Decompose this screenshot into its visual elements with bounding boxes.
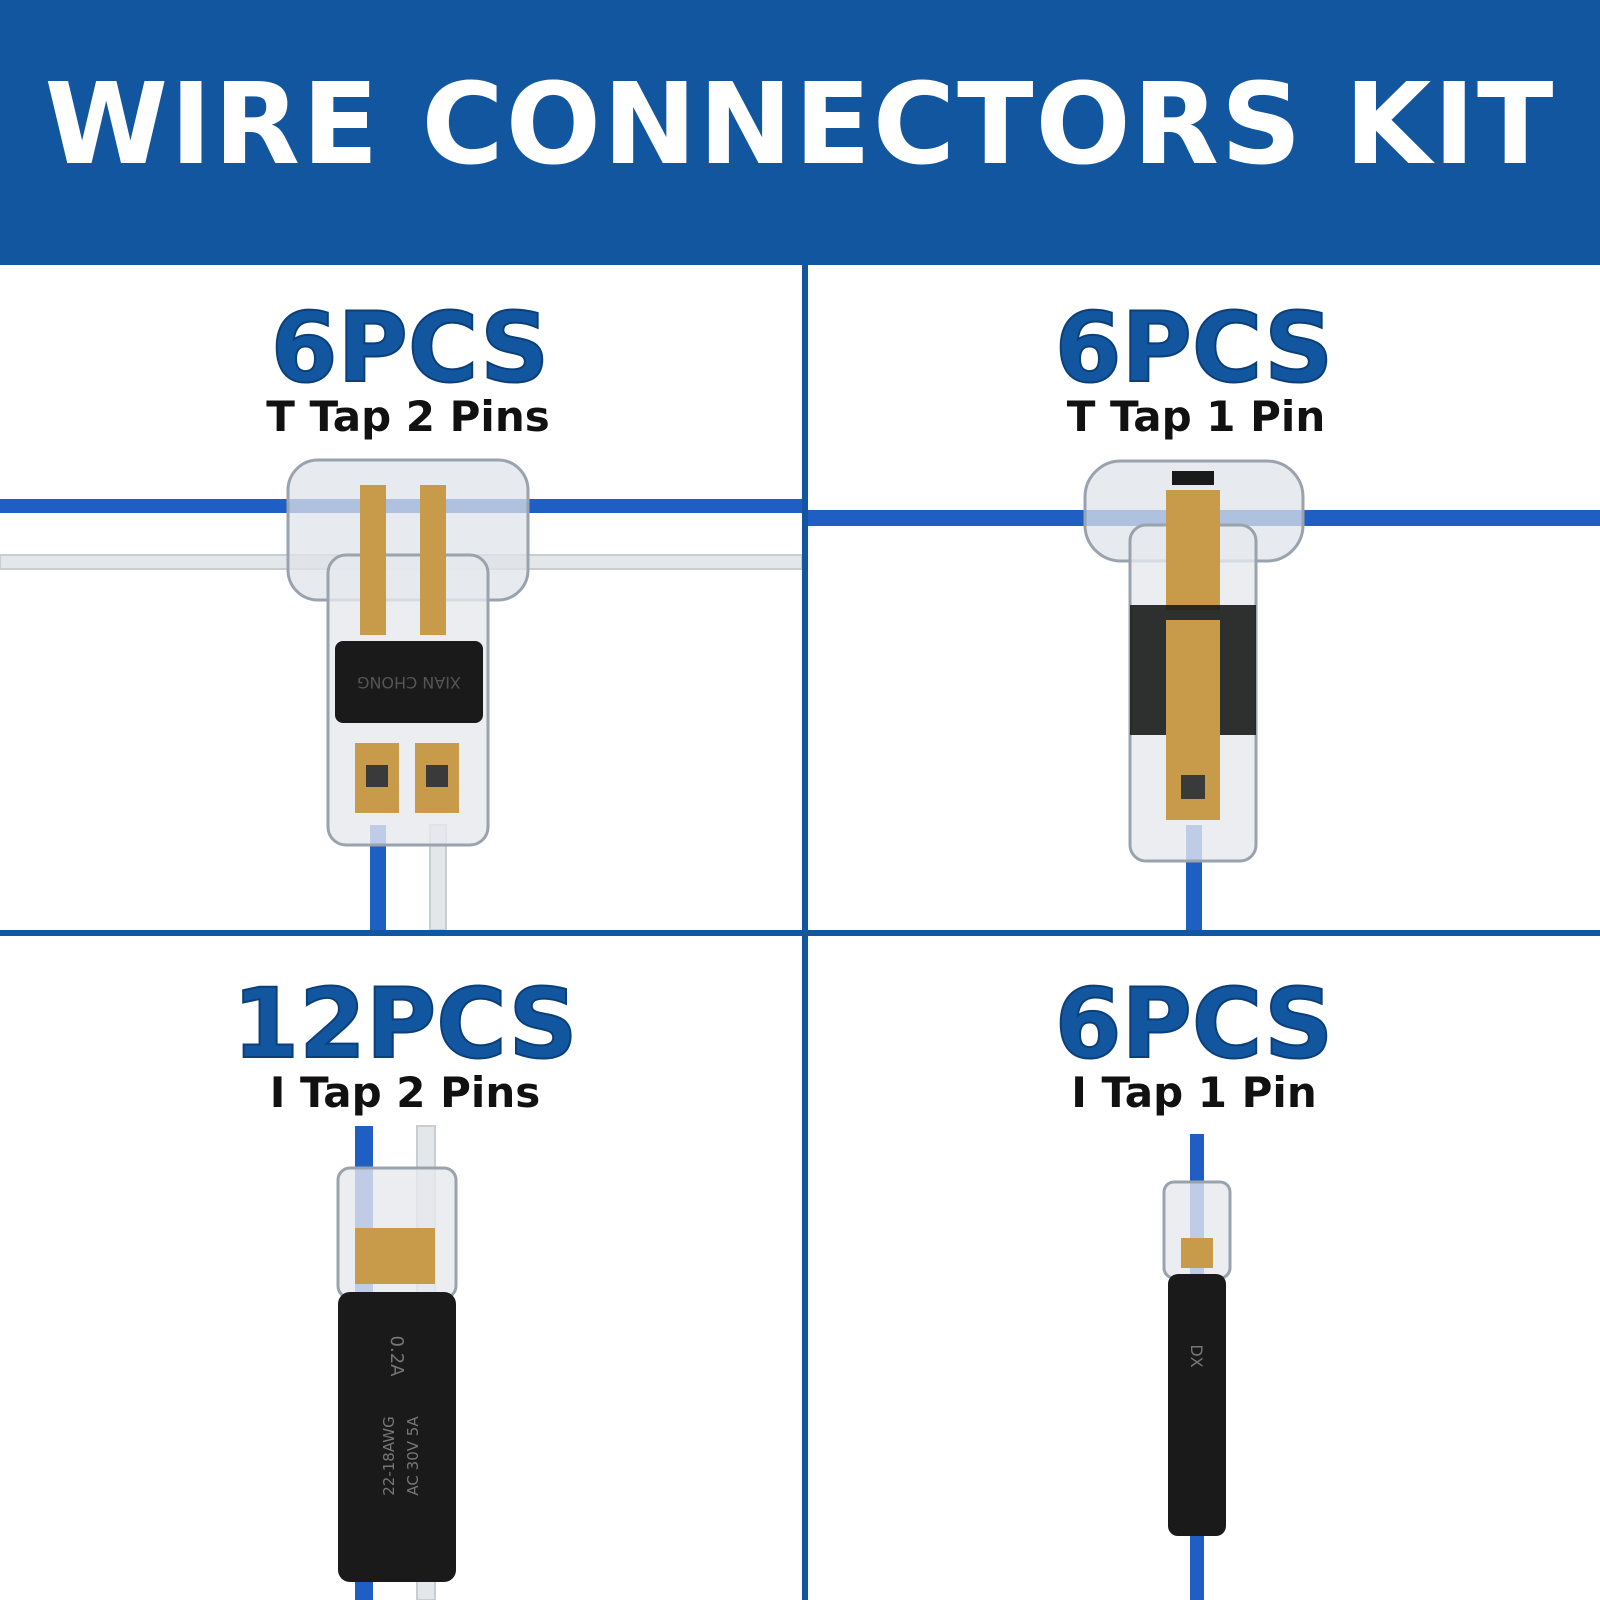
- grid-horizontal-divider: [0, 930, 1600, 936]
- i-tap-2-pins-marking-voltage: AC 30V 5A: [404, 1416, 422, 1496]
- t-tap-2-pins-marking: XIAN CHONG: [357, 673, 461, 692]
- i-tap-2-pins-illustration: 0.2A 22-18AWG AC 30V 5A: [336, 1125, 458, 1600]
- product-4-label: I Tap 1 Pin: [1071, 1068, 1317, 1117]
- product-2-quantity: 6PCS: [1054, 291, 1335, 405]
- page-title: WIRE CONNECTORS KIT: [44, 60, 1556, 190]
- svg-text:22-18AWG: 22-18AWG: [380, 1416, 398, 1495]
- svg-text:DX: DX: [1187, 1344, 1206, 1367]
- product-1-quantity: 6PCS: [270, 291, 551, 405]
- t-tap-2-pins-illustration: XIAN CHONG: [0, 458, 802, 930]
- i-tap-1-pin-illustration: DX: [1162, 1134, 1232, 1600]
- product-3-quantity: 12PCS: [231, 967, 578, 1081]
- product-3-label: I Tap 2 Pins: [269, 1068, 541, 1117]
- i-tap-1-pin-marking: DX: [1187, 1344, 1206, 1367]
- i-tap-2-pins-marking-gauge: 22-18AWG: [380, 1416, 398, 1495]
- product-4-quantity: 6PCS: [1054, 967, 1335, 1081]
- product-1-label: T Tap 2 Pins: [266, 392, 550, 441]
- product-2-label: T Tap 1 Pin: [1066, 392, 1326, 441]
- svg-text:XIAN CHONG: XIAN CHONG: [357, 673, 461, 692]
- svg-text:0.2A: 0.2A: [386, 1336, 407, 1378]
- svg-text:AC 30V 5A: AC 30V 5A: [404, 1416, 422, 1496]
- t-tap-1-pin-illustration: [808, 459, 1600, 930]
- title-banner: WIRE CONNECTORS KIT: [0, 0, 1600, 265]
- i-tap-2-pins-marking-rating: 0.2A: [386, 1336, 407, 1378]
